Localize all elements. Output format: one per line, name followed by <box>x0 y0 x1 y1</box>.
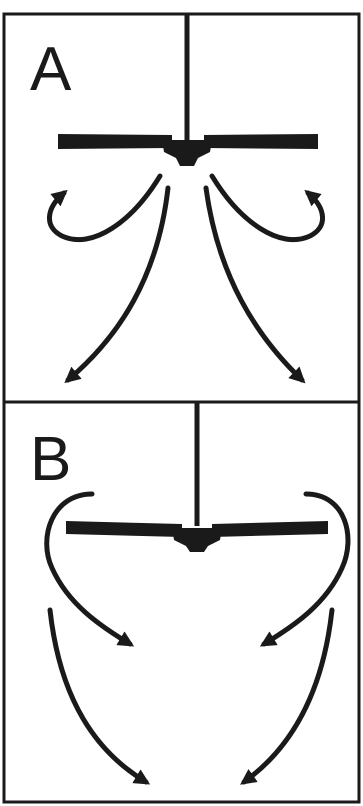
panel-a-fan-left-blade <box>58 134 172 149</box>
panel-b-label: B <box>30 425 71 494</box>
panel-a-right-curl-arrow <box>212 176 323 240</box>
panel-b-fan-left-blade <box>66 521 182 537</box>
panel-a-left-curl-arrow <box>49 176 160 240</box>
panel-b-left-upper-arrow <box>47 494 130 644</box>
panel-b-fan-hub <box>172 528 222 552</box>
panel-a-label: A <box>30 35 72 104</box>
panel-b-left-lower-arrow <box>50 610 146 782</box>
panel-a-fan-hub <box>162 140 212 166</box>
panel-a-right-down-arrow <box>206 188 302 380</box>
panel-b-right-upper-arrow <box>264 494 348 644</box>
panel-b-right-lower-arrow <box>244 610 332 782</box>
panel-a-left-down-arrow <box>68 188 168 380</box>
panel-b-fan-right-blade <box>212 521 328 537</box>
panel-b: B <box>4 402 359 802</box>
panel-a-fan-right-blade <box>204 134 318 149</box>
panel-a: A <box>4 14 359 402</box>
